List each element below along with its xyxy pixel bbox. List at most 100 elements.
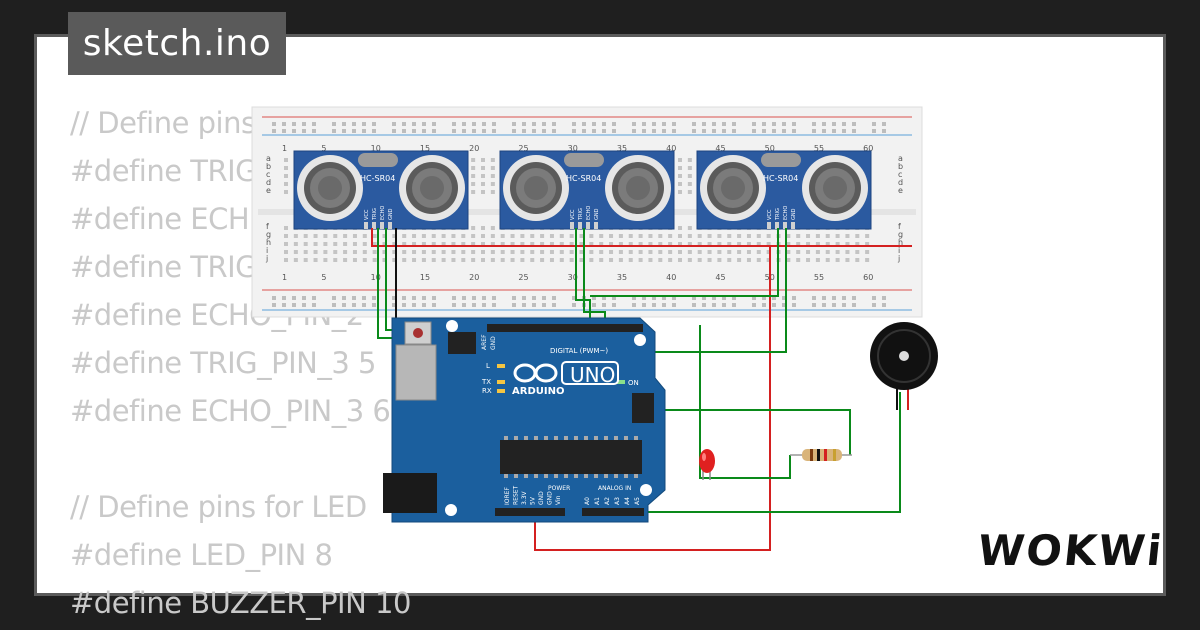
breadboard-row-letter: i — [898, 246, 900, 255]
l-led-label: L — [486, 362, 490, 370]
tx-label: TX — [481, 378, 491, 386]
sensor-pin-label: TRIG — [775, 208, 781, 221]
analog-pin-label: A1 — [594, 497, 601, 505]
code-line: // Define pins for LED — [70, 490, 367, 524]
arduino-uno-board[interactable]: DIGITAL (PWM~) AREF GND UNO ARDUINO L TX… — [383, 317, 666, 523]
breadboard-column-number: 20 — [469, 144, 479, 153]
sensor-label: HC-SR04 — [566, 174, 601, 183]
breadboard-row-letter: c — [898, 170, 902, 179]
power-pin-label: RESET — [513, 485, 520, 505]
breadboard-row-letter: c — [266, 170, 270, 179]
breadboard-row-letter: b — [898, 162, 903, 171]
breadboard-row-letter: a — [898, 154, 903, 163]
sensor-label: HC-SR04 — [360, 174, 395, 183]
breadboard-column-number: 15 — [420, 273, 430, 282]
sensor-pin-label: VCC — [767, 209, 773, 220]
code-line: #define LED_PIN 8 — [70, 538, 333, 572]
breadboard-column-number: 25 — [518, 273, 528, 282]
code-line: #define ECH — [70, 202, 250, 236]
breadboard-row-letter: g — [266, 230, 271, 239]
power-jack — [383, 473, 437, 513]
breadboard-column-number: 10 — [371, 273, 381, 282]
breadboard-column-number: 15 — [420, 144, 430, 153]
piezo-buzzer[interactable] — [870, 322, 938, 410]
breadboard-row-letter: h — [898, 238, 903, 247]
breadboard-row-letter: a — [266, 154, 271, 163]
breadboard-column-number: 35 — [617, 273, 627, 282]
sensor-pin-label: TRIG — [578, 208, 584, 221]
code-line: #define ECHO_PIN_3 6 — [70, 394, 391, 428]
breadboard-column-number: 5 — [321, 144, 326, 153]
sensor-pin-label: VCC — [570, 209, 576, 220]
sensor-pin-label: GND — [791, 208, 797, 220]
analog-pin-label: A0 — [584, 497, 591, 505]
sensor-pin-label: GND — [594, 208, 600, 220]
breadboard-column-number: 5 — [321, 273, 326, 282]
digital-label: DIGITAL (PWM~) — [550, 347, 608, 355]
sensor-pin-label: ECHO — [783, 206, 789, 220]
breadboard-column-number: 60 — [863, 144, 873, 153]
digital-header — [487, 324, 643, 332]
breadboard-row-letter: f — [898, 222, 901, 231]
resistor[interactable] — [790, 449, 852, 461]
breadboard-row-letter: f — [266, 222, 269, 231]
code-editor[interactable]: // Define pins #define TRIG #define ECH … — [70, 99, 411, 627]
breadboard-row-letter: e — [266, 186, 271, 195]
breadboard-column-number: 55 — [814, 273, 824, 282]
arduino-brand-label: ARDUINO — [512, 386, 564, 397]
breadboard-column-number: 55 — [814, 144, 824, 153]
power-pin-label: 5V — [530, 496, 537, 505]
breadboard-column-number: 40 — [666, 144, 676, 153]
power-pin-label: Vin — [555, 495, 562, 505]
breadboard-column-number: 40 — [666, 273, 676, 282]
power-pin-label: GND — [538, 491, 545, 505]
usb-connector — [395, 344, 437, 401]
sensor-pin-label: GND — [388, 208, 394, 220]
red-led[interactable] — [699, 449, 715, 480]
atmega-chip — [500, 440, 642, 474]
analog-pin-label: A2 — [604, 497, 611, 505]
sensor-pin-label: ECHO — [380, 206, 386, 220]
breadboard-column-number: 30 — [568, 273, 578, 282]
breadboard-row-letter: h — [266, 238, 271, 247]
breadboard-column-number: 45 — [715, 273, 725, 282]
power-pin-label: GND — [547, 491, 554, 505]
breadboard-column-number: 45 — [715, 144, 725, 153]
analog-pin-label: A4 — [624, 497, 631, 505]
breadboard-column-number: 1 — [282, 144, 287, 153]
filename-tab[interactable]: sketch.ino — [68, 12, 286, 75]
aref-label: AREF — [481, 334, 488, 350]
analog-pin-label: A3 — [614, 497, 621, 505]
code-line: #define BUZZER_PIN 10 — [70, 586, 411, 620]
analog-pin-label: A5 — [634, 497, 641, 505]
power-header — [495, 508, 565, 516]
breadboard-column-number: 50 — [765, 144, 775, 153]
arduino-infinity-logo — [513, 363, 558, 383]
power-pin-label: IOREF — [504, 487, 511, 505]
icsp-header-2 — [632, 393, 654, 423]
breadboard-column-number: 30 — [568, 144, 578, 153]
sensor-pin-label: ECHO — [586, 206, 592, 220]
power-pin-label: 3.3V — [521, 490, 528, 505]
breadboard-column-number: 25 — [518, 144, 528, 153]
analog-label: ANALOG IN — [598, 485, 631, 492]
breadboard-column-number: 60 — [863, 273, 873, 282]
breadboard-column-number: 35 — [617, 144, 627, 153]
code-line: #define TRIG — [70, 250, 258, 284]
icsp-header — [448, 332, 476, 354]
breadboard-row-letter: j — [897, 254, 900, 263]
breadboard-column-number: 20 — [469, 273, 479, 282]
code-line: #define TRIG — [70, 154, 258, 188]
breadboard-row-letter: b — [266, 162, 271, 171]
breadboard-row-letter: g — [898, 230, 903, 239]
on-label: ON — [628, 379, 639, 387]
wokwi-logo: WOKWi — [975, 526, 1166, 575]
breadboard-row-letter: i — [266, 246, 268, 255]
breadboard-column-number: 10 — [371, 144, 381, 153]
breadboard-row-letter: j — [265, 254, 268, 263]
sensor-label: HC-SR04 — [763, 174, 798, 183]
